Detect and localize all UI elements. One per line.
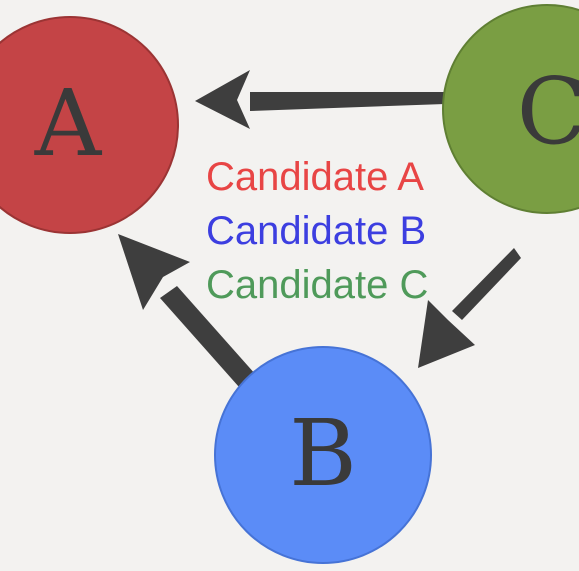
legend-candidate-b: Candidate B <box>206 209 427 253</box>
node-a-letter: A <box>34 70 103 177</box>
legend-candidate-a: Candidate A <box>206 155 424 199</box>
node-b-letter: B <box>289 400 357 507</box>
node-a-circle <box>0 16 179 234</box>
node-c: C <box>442 4 579 214</box>
arrow-c-to-a <box>195 70 445 129</box>
node-c-letter: C <box>517 58 579 165</box>
node-c-circle <box>442 4 579 214</box>
node-b: B <box>214 346 432 564</box>
candidate-legend: Candidate A Candidate B Candidate C <box>206 150 428 312</box>
arrow-b-to-a <box>118 234 256 387</box>
arrow-c-to-b <box>418 248 521 368</box>
node-b-circle <box>214 346 432 564</box>
node-a: A <box>0 16 179 234</box>
legend-candidate-c: Candidate C <box>206 263 429 307</box>
